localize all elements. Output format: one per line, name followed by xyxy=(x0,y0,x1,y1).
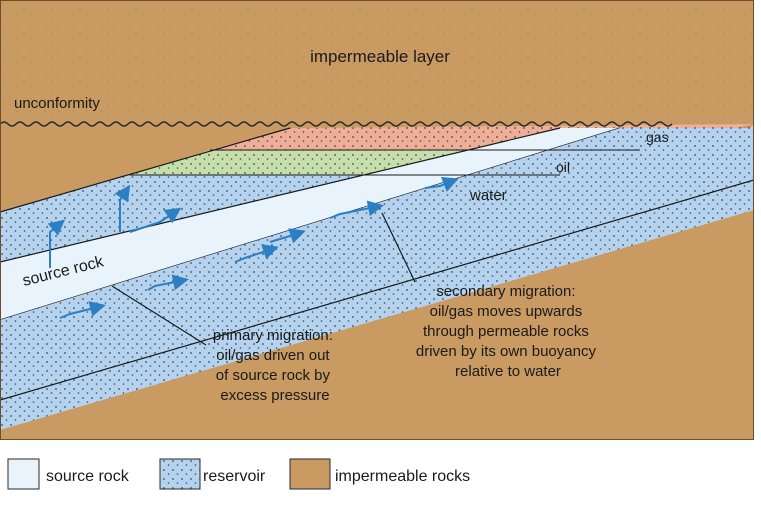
primary-migration-line: of source rock by xyxy=(216,367,331,384)
primary-migration-line: excess pressure xyxy=(220,387,329,404)
unconformity-label: unconformity xyxy=(14,95,100,112)
oil-label: oil xyxy=(556,159,570,175)
secondary-migration-caption: secondary migration: oil/gas moves upwar… xyxy=(416,283,600,380)
curved-arrow-icon xyxy=(269,228,306,244)
curved-arrow-icon xyxy=(424,177,459,192)
curved-arrow-icon xyxy=(129,207,182,233)
curved-arrow-icon xyxy=(47,219,66,268)
curved-arrow-icon xyxy=(147,274,189,291)
secondary-migration-line: through permeable rocks xyxy=(423,323,589,340)
secondary-migration-line: relative to water xyxy=(455,363,561,380)
secondary-migration-line: driven by its own buoyancy xyxy=(416,343,597,360)
secondary-migration-line: oil/gas moves upwards xyxy=(430,303,583,320)
legend-label-reservoir: reservoir xyxy=(203,468,266,485)
legend: source rock reservoir impermeable rocks xyxy=(7,458,470,490)
primary-migration-line: primary migration: xyxy=(213,327,333,344)
legend-swatch-impermeable xyxy=(289,458,331,490)
curved-arrow-icon xyxy=(329,200,384,219)
primary-migration-caption: primary migration: oil/gas driven out of… xyxy=(213,327,337,404)
curved-arrow-icon xyxy=(234,244,279,263)
legend-label-source-rock: source rock xyxy=(46,468,130,485)
legend-label-impermeable: impermeable rocks xyxy=(335,468,470,485)
curved-arrow-icon xyxy=(114,184,131,232)
migration-arrows xyxy=(47,177,459,319)
impermeable-layer-label: impermeable layer xyxy=(310,47,450,66)
unconformity-line xyxy=(0,121,673,127)
primary-migration-line: oil/gas driven out xyxy=(216,347,330,364)
curved-arrow-icon xyxy=(59,301,106,319)
secondary-migration-line: secondary migration: xyxy=(436,283,575,300)
legend-swatch-source-rock xyxy=(7,458,40,490)
water-label: water xyxy=(469,187,507,204)
gas-label: gas xyxy=(646,129,669,145)
